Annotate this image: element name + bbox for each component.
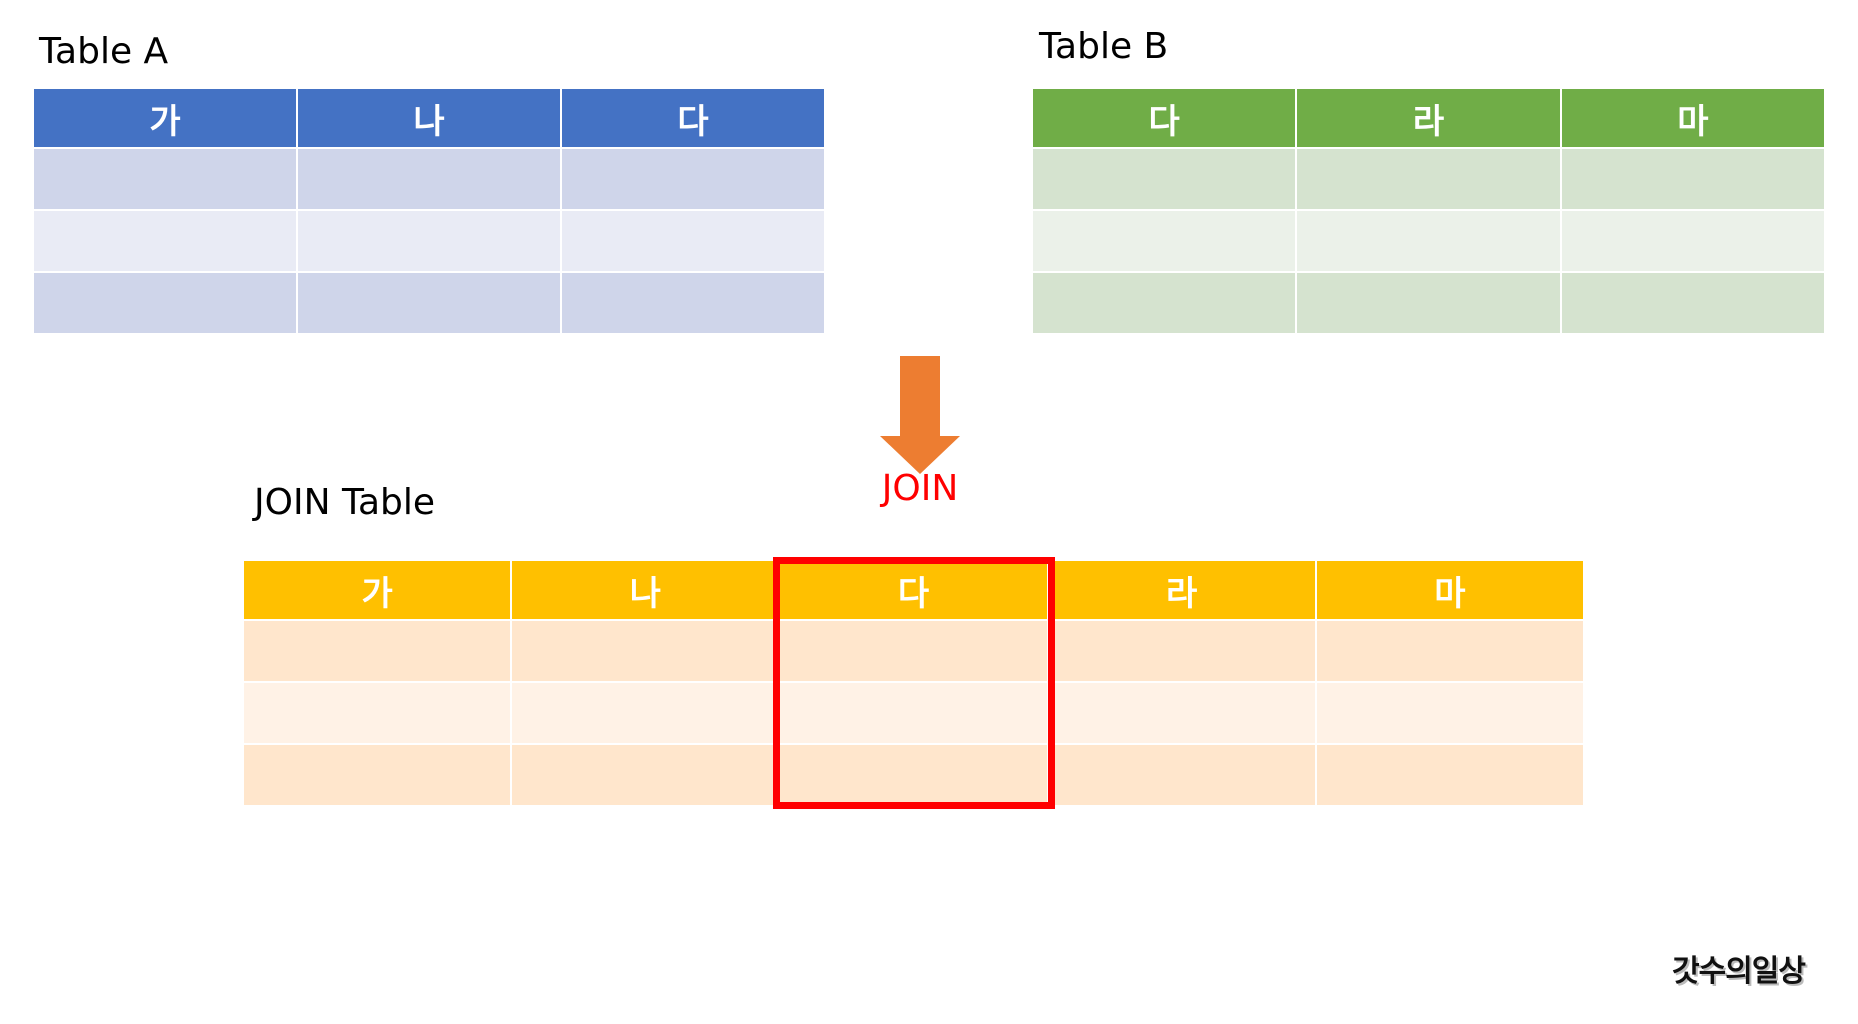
table-b-header-ma: 마 — [1561, 89, 1824, 147]
table-a-cell — [298, 273, 560, 333]
table-b-cell — [1561, 149, 1824, 209]
join-table-header-ra: 라 — [1048, 561, 1315, 619]
join-table-cell — [1048, 621, 1315, 681]
join-table-cell — [1048, 683, 1315, 743]
table-a: 가 나 다 — [34, 89, 824, 333]
table-b-cell — [1297, 273, 1560, 333]
join-table-cell — [244, 745, 511, 805]
join-table-cell — [1316, 683, 1583, 743]
join-table-cell — [512, 745, 779, 805]
join-table-header-na: 나 — [512, 561, 779, 619]
table-a-title: Table A — [39, 31, 169, 72]
table-a-cell — [562, 211, 824, 271]
watermark-logo: 갓수의일상 — [1672, 954, 1806, 989]
table-a-cell — [298, 149, 560, 209]
join-table-cell — [244, 621, 511, 681]
join-table-cell — [1048, 745, 1315, 805]
table-a-header-na: 나 — [298, 89, 560, 147]
join-key-highlight-box — [773, 557, 1055, 809]
join-table-cell — [512, 683, 779, 743]
table-b-cell — [1033, 149, 1296, 209]
down-arrow-icon — [880, 356, 960, 474]
table-b: 다 라 마 — [1033, 89, 1824, 333]
join-table-cell — [244, 683, 511, 743]
join-table-header-ma: 마 — [1316, 561, 1583, 619]
join-table-cell — [780, 683, 1047, 743]
table-b-cell — [1033, 273, 1296, 333]
join-table-header-da: 다 — [780, 561, 1047, 619]
table-a-cell — [34, 211, 296, 271]
table-a-header-da: 다 — [562, 89, 824, 147]
table-b-cell — [1033, 211, 1296, 271]
join-table-cell — [780, 621, 1047, 681]
join-table-header-ga: 가 — [244, 561, 511, 619]
join-table-cell — [1316, 621, 1583, 681]
join-table-cell — [780, 745, 1047, 805]
table-b-cell — [1297, 211, 1560, 271]
down-arrow-shape — [880, 356, 960, 474]
table-b-cell — [1561, 273, 1824, 333]
table-b-cell — [1561, 211, 1824, 271]
join-table-cell — [1316, 745, 1583, 805]
table-b-cell — [1297, 149, 1560, 209]
join-table: 가 나 다 라 마 — [244, 561, 1583, 805]
table-a-cell — [298, 211, 560, 271]
join-table-title: JOIN Table — [254, 482, 436, 523]
table-a-cell — [34, 149, 296, 209]
table-a-cell — [562, 273, 824, 333]
table-a-cell — [34, 273, 296, 333]
table-b-header-ra: 라 — [1297, 89, 1560, 147]
table-a-header-ga: 가 — [34, 89, 296, 147]
table-a-cell — [562, 149, 824, 209]
table-b-header-da: 다 — [1033, 89, 1296, 147]
join-label: JOIN — [881, 468, 959, 509]
table-b-title: Table B — [1039, 26, 1169, 67]
join-table-cell — [512, 621, 779, 681]
